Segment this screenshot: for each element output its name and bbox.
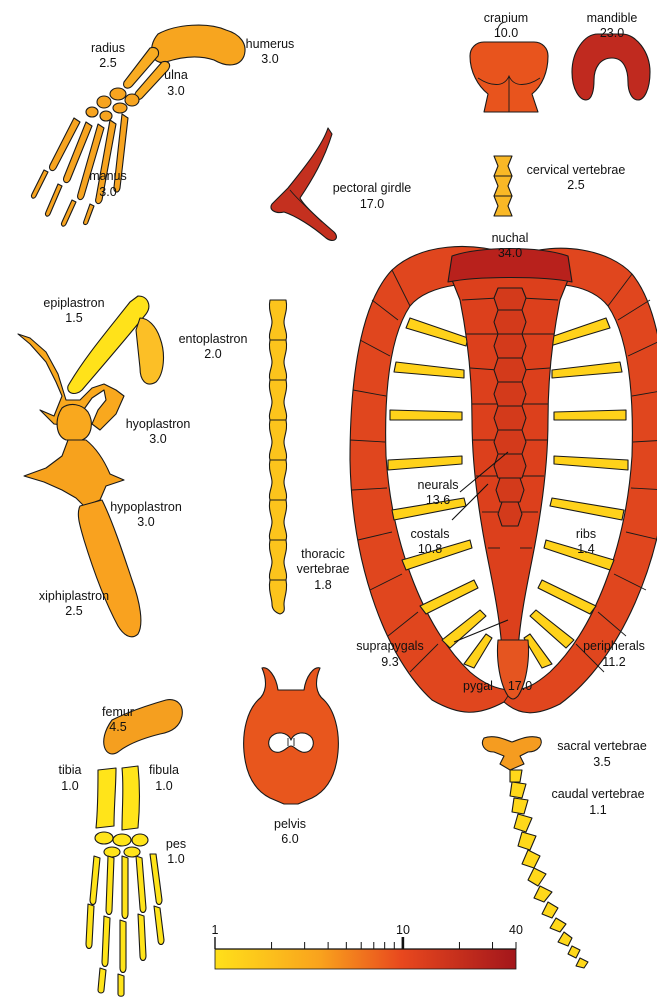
cervical-vertebrae-bones xyxy=(494,156,512,216)
cranium-label: cranium xyxy=(484,11,528,25)
nuchal-label: nuchal xyxy=(492,231,529,245)
xiphiplastron-value: 2.5 xyxy=(65,604,82,618)
femur-label: femur xyxy=(102,705,134,719)
humerus-value: 3.0 xyxy=(261,52,278,66)
hyoplastron-label: hyoplastron xyxy=(126,417,191,431)
neurals-value: 13.6 xyxy=(426,493,450,507)
color-scale: 1 10 40 xyxy=(212,923,523,969)
scale-label-min: 1 xyxy=(212,923,219,937)
hypoplastron-value: 3.0 xyxy=(137,515,154,529)
pelvis-bone xyxy=(244,668,339,804)
pes-label: pes xyxy=(166,837,186,851)
entoplastron-label: entoplastron xyxy=(179,332,248,346)
forelimb xyxy=(31,25,245,226)
tibia-bone xyxy=(96,768,116,828)
thoracic-vertebrae-bones xyxy=(269,300,286,614)
ribs-value: 1.4 xyxy=(577,542,594,556)
scale-label-mid: 10 xyxy=(396,923,410,937)
pectoral-girdle-bone xyxy=(271,128,337,240)
mandible-value: 23.0 xyxy=(600,26,624,40)
radius-value: 2.5 xyxy=(99,56,116,70)
peripherals-value: 11.2 xyxy=(602,655,625,669)
fibula-bone xyxy=(122,766,140,830)
pelvis-value: 6.0 xyxy=(281,832,298,846)
ulna-value: 3.0 xyxy=(167,84,184,98)
pygal-label: pygal xyxy=(463,679,493,693)
cranium-value: 10.0 xyxy=(494,26,518,40)
hyoplastron-value: 3.0 xyxy=(149,432,166,446)
color-scale-bar xyxy=(215,949,516,969)
ulna-label: ulna xyxy=(164,68,188,82)
caudal-vertebrae-value: 1.1 xyxy=(589,803,606,817)
sacral-vertebrae-value: 3.5 xyxy=(593,755,610,769)
hypoplastron-label: hypoplastron xyxy=(110,500,182,514)
sacral-vertebrae-label: sacral vertebrae xyxy=(557,739,647,753)
thoracic-vertebrae-label-line2: vertebrae xyxy=(297,562,350,576)
suprapygals-label: suprapygals xyxy=(356,639,423,653)
xiphiplastron-label: xiphiplastron xyxy=(39,589,109,603)
cervical-vertebrae-label: cervical vertebrae xyxy=(527,163,626,177)
pelvis-label: pelvis xyxy=(274,817,306,831)
tibia-value: 1.0 xyxy=(61,779,78,793)
manus-label: manus xyxy=(89,169,127,183)
xiphiplastron-bone xyxy=(78,500,141,637)
neurals-label: neurals xyxy=(418,478,459,492)
caudal-vertebrae-label: caudal vertebrae xyxy=(551,787,644,801)
radius-label: radius xyxy=(91,41,125,55)
thoracic-vertebrae-value: 1.8 xyxy=(314,578,331,592)
entoplastron-value: 2.0 xyxy=(204,347,221,361)
hyoplastron-base xyxy=(57,405,91,440)
ribs-label: ribs xyxy=(576,527,596,541)
hypoplastron-bone xyxy=(24,440,124,506)
manus-bones xyxy=(31,88,139,226)
pes-value: 1.0 xyxy=(167,852,184,866)
costals-value: 10.8 xyxy=(418,542,442,556)
epiplastron-value: 1.5 xyxy=(65,311,82,325)
mandible-label: mandible xyxy=(587,11,638,25)
suprapygals-value: 9.3 xyxy=(381,655,398,669)
scale-label-max: 40 xyxy=(509,923,523,937)
peripherals-label: peripherals xyxy=(583,639,645,653)
epiplastron-label: epiplastron xyxy=(43,296,104,310)
humerus-label: humerus xyxy=(246,37,295,51)
cervical-vertebrae-value: 2.5 xyxy=(567,178,584,192)
thoracic-vertebrae-label-line1: thoracic xyxy=(301,547,345,561)
fibula-label: fibula xyxy=(149,763,179,777)
femur-value: 4.5 xyxy=(109,720,126,734)
scale-ticks xyxy=(215,937,516,949)
pectoral-girdle-label: pectoral girdle xyxy=(333,181,412,195)
tibia-label: tibia xyxy=(59,763,82,777)
pygal-value: 17.0 xyxy=(508,679,532,693)
fibula-value: 1.0 xyxy=(155,779,172,793)
mandible-bone xyxy=(572,34,650,100)
costals-label: costals xyxy=(411,527,450,541)
nuchal-value: 34.0 xyxy=(498,246,522,260)
sacral-vertebrae-bone xyxy=(482,737,541,770)
humerus-bone xyxy=(152,25,245,65)
pectoral-girdle-value: 17.0 xyxy=(360,197,384,211)
hindlimb-bones xyxy=(86,766,164,996)
entoplastron-bone xyxy=(136,318,163,384)
neurals-plates xyxy=(494,288,526,526)
manus-value: 3.0 xyxy=(99,185,116,199)
